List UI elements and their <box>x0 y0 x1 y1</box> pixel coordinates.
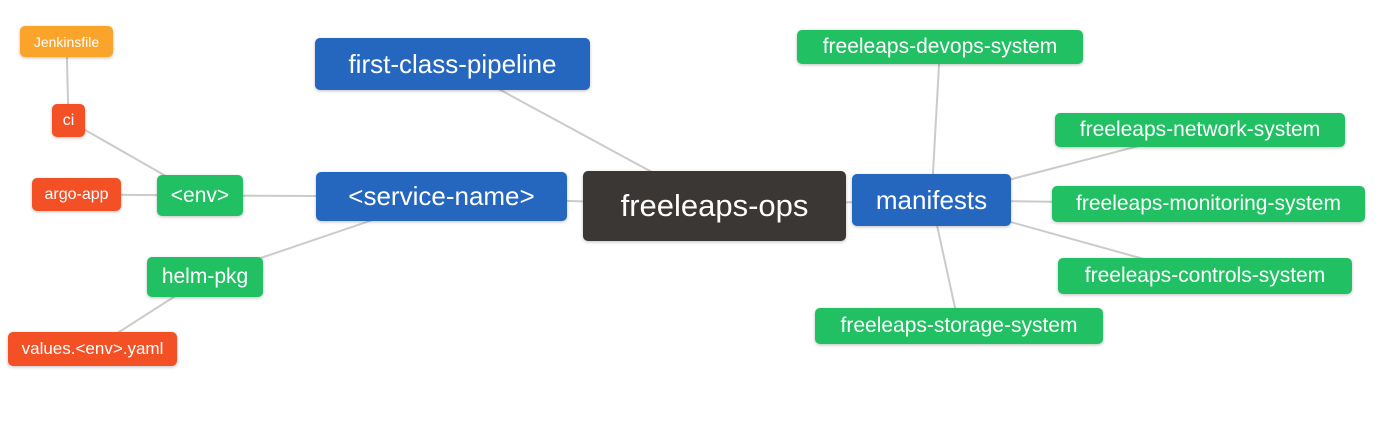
node-freeleaps-storage-system[interactable]: freeleaps-storage-system <box>815 308 1103 344</box>
node-label: freeleaps-controls-system <box>1084 264 1326 287</box>
node-argo-app[interactable]: argo-app <box>32 178 121 211</box>
node-label: Jenkinsfile <box>33 33 100 50</box>
node-jenkinsfile[interactable]: Jenkinsfile <box>20 26 113 57</box>
node-freeleaps-network-system[interactable]: freeleaps-network-system <box>1055 113 1345 147</box>
node-label: helm-pkg <box>161 265 249 288</box>
node-label: first-class-pipeline <box>348 48 557 79</box>
node-label: freeleaps-monitoring-system <box>1076 192 1341 215</box>
node-label: <env> <box>170 183 230 207</box>
node-label: argo-app <box>44 185 109 203</box>
node-manifests[interactable]: manifests <box>852 174 1011 226</box>
node-label: freeleaps-storage-system <box>840 314 1078 337</box>
node-label: values.<env>.yaml <box>21 339 164 358</box>
node-env[interactable]: <env> <box>157 175 243 216</box>
node-first-class-pipeline[interactable]: first-class-pipeline <box>315 38 590 90</box>
node-label: <service-name> <box>348 181 535 211</box>
node-freeleaps-monitoring-system[interactable]: freeleaps-monitoring-system <box>1052 186 1365 222</box>
node-label: freeleaps-ops <box>620 188 809 223</box>
node-freeleaps-devops-system[interactable]: freeleaps-devops-system <box>797 30 1083 64</box>
node-freeleaps-controls-system[interactable]: freeleaps-controls-system <box>1058 258 1352 294</box>
node-label: freeleaps-network-system <box>1079 118 1321 141</box>
node-label: manifests <box>875 184 988 215</box>
node-label: ci <box>62 111 75 129</box>
node-helm-pkg[interactable]: helm-pkg <box>147 257 263 297</box>
node-ci[interactable]: ci <box>52 104 85 137</box>
node-service-name[interactable]: <service-name> <box>316 172 567 221</box>
node-freeleaps-ops[interactable]: freeleaps-ops <box>583 171 846 241</box>
node-values-env-yaml[interactable]: values.<env>.yaml <box>8 332 177 366</box>
node-label: freeleaps-devops-system <box>822 35 1058 58</box>
